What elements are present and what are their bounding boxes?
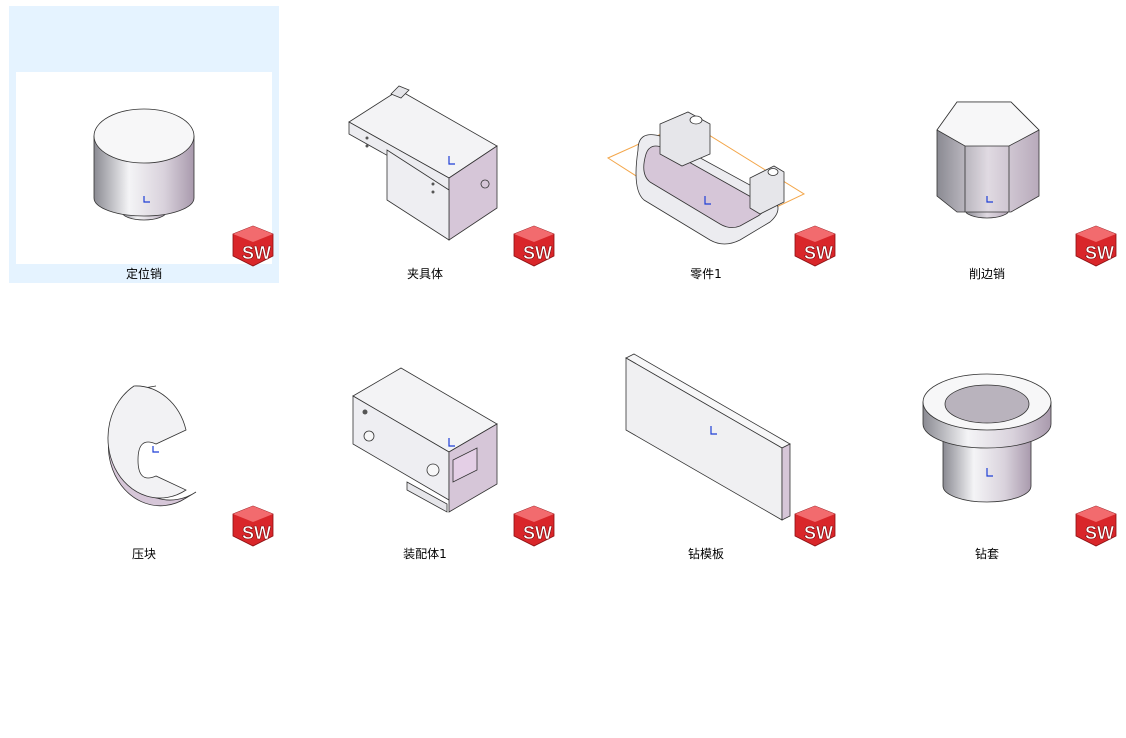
svg-text:S: S xyxy=(1085,243,1097,263)
file-item-part1[interactable]: S W 零件1 xyxy=(571,6,841,283)
file-name-label: 压块 xyxy=(131,547,156,561)
thumbnail: S W xyxy=(16,72,274,267)
file-item-locating-pin[interactable]: S W 定位销 xyxy=(9,6,279,283)
svg-text:W: W xyxy=(535,523,552,543)
svg-text:W: W xyxy=(254,523,271,543)
file-item-drill-bushing[interactable]: S W 钻套 xyxy=(852,286,1122,563)
file-item-assembly1[interactable]: S W 装配体1 xyxy=(290,286,560,563)
diamond-pin-part-icon xyxy=(936,101,1040,219)
solidworks-badge-icon: S W xyxy=(1075,505,1117,547)
file-name-label: 削边销 xyxy=(968,267,1005,281)
solidworks-badge-icon: S W xyxy=(232,225,274,267)
file-item-fixture-body[interactable]: S W 夹具体 xyxy=(290,6,560,283)
thumbnail: S W xyxy=(16,352,274,547)
fixture-body-part-icon xyxy=(348,85,498,241)
solidworks-badge-icon: S W xyxy=(794,505,836,547)
svg-text:S: S xyxy=(523,243,535,263)
solidworks-badge-icon: S W xyxy=(232,505,274,547)
file-name-label: 零件1 xyxy=(690,267,722,281)
drill-plate-part-icon xyxy=(625,353,791,521)
solidworks-badge-icon: S W xyxy=(513,505,555,547)
thumbnail: S W xyxy=(578,72,836,267)
svg-text:W: W xyxy=(816,523,833,543)
svg-text:W: W xyxy=(1097,523,1114,543)
svg-text:S: S xyxy=(804,523,816,543)
svg-text:S: S xyxy=(242,523,254,543)
assembly1-icon xyxy=(352,367,498,513)
file-name-label: 定位销 xyxy=(125,267,162,281)
svg-text:S: S xyxy=(804,243,816,263)
svg-text:W: W xyxy=(535,243,552,263)
thumbnail: S W xyxy=(859,352,1117,547)
locating-pin-part-icon xyxy=(93,108,195,221)
c-washer-part-icon xyxy=(107,385,197,507)
solidworks-badge-icon: S W xyxy=(794,225,836,267)
svg-text:W: W xyxy=(254,243,271,263)
svg-text:W: W xyxy=(816,243,833,263)
thumbnail: S W xyxy=(297,72,555,267)
file-name-label: 钻套 xyxy=(974,547,999,561)
svg-text:S: S xyxy=(523,523,535,543)
thumbnail: S W xyxy=(859,72,1117,267)
drill-bushing-part-icon xyxy=(922,373,1052,503)
file-item-diamond-pin[interactable]: S W 削边销 xyxy=(852,6,1122,283)
svg-text:S: S xyxy=(242,243,254,263)
solidworks-badge-icon: S W xyxy=(513,225,555,267)
svg-text:W: W xyxy=(1097,243,1114,263)
solidworks-badge-icon: S W xyxy=(1075,225,1117,267)
file-name-label: 装配体1 xyxy=(403,547,447,561)
thumbnail: S W xyxy=(578,352,836,547)
svg-text:S: S xyxy=(1085,523,1097,543)
file-name-label: 钻模板 xyxy=(687,547,724,561)
file-item-drill-plate[interactable]: S W 钻模板 xyxy=(571,286,841,563)
file-item-c-washer[interactable]: S W 压块 xyxy=(9,286,279,563)
part1-icon xyxy=(606,111,806,245)
thumbnail: S W xyxy=(297,352,555,547)
file-name-label: 夹具体 xyxy=(406,267,443,281)
